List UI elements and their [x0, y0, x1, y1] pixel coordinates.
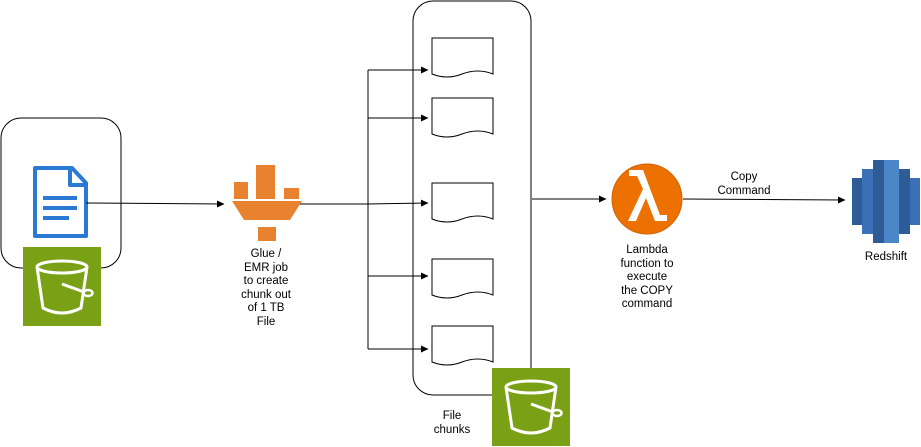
glue-label: Glue / EMR job to create chunk out of 1 …	[241, 248, 291, 328]
chunks-label: File chunks	[433, 410, 471, 436]
document-icon	[33, 166, 88, 238]
file-chunk-2	[431, 97, 494, 138]
file-chunk-1	[431, 37, 494, 78]
fan-out-edges	[300, 66, 429, 353]
s3-bucket-icon	[492, 368, 570, 446]
copy-command-label: Copy Command	[717, 171, 771, 197]
aws-lambda-icon	[611, 163, 683, 235]
file-chunk-3	[431, 182, 494, 223]
lambda-label: Lambda function to execute the COPY comm…	[620, 244, 674, 310]
aws-redshift-icon	[852, 160, 920, 243]
edge-file-to-glue	[85, 200, 225, 208]
aws-glue-icon	[232, 165, 302, 241]
file-chunk-4	[431, 258, 494, 299]
edge-lambda-to-redshift	[682, 196, 846, 204]
file-chunk-5	[431, 325, 494, 366]
s3-bucket-icon	[23, 247, 101, 326]
redshift-label: Redshift	[864, 251, 908, 263]
